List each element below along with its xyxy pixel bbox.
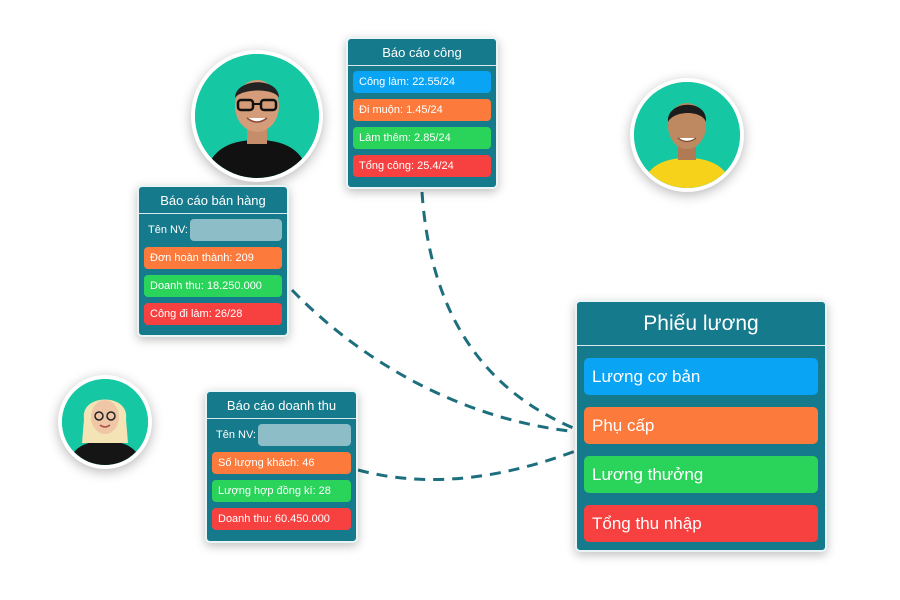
connector-sales-to-payslip <box>290 288 579 434</box>
connector-revenue-to-payslip <box>357 448 579 482</box>
connector-attendance-to-payslip <box>420 191 579 432</box>
payslip-title: Phiếu lương <box>577 302 825 346</box>
revenue-contracts-signed: Lượng hợp đồng kí: 28 <box>212 480 351 502</box>
sales-work-days: Công đi làm: 26/28 <box>144 303 282 325</box>
attendance-overtime: Làm thêm: 2.85/24 <box>353 127 491 149</box>
revenue-report-card: Báo cáo doanh thu Tên NV: Số lượng khách… <box>205 390 358 543</box>
sales-completed-orders: Đơn hoàn thành: 209 <box>144 247 282 269</box>
avatar-yellow-shirt-man <box>630 78 744 192</box>
sales-revenue: Doanh thu: 18.250.000 <box>144 275 282 297</box>
revenue-employee-name-row: Tên NV: <box>212 424 351 446</box>
attendance-work-days: Công làm: 22.55/24 <box>353 71 491 93</box>
sales-report-title: Báo cáo bán hàng <box>139 187 287 214</box>
person-yellow-shirt-icon <box>634 82 740 188</box>
sales-employee-name-label: Tên NV: <box>148 224 188 236</box>
revenue-employee-name-field <box>257 424 351 446</box>
avatar-blonde-woman <box>58 375 152 469</box>
sales-report-card: Báo cáo bán hàng Tên NV: Đơn hoàn thành:… <box>137 185 289 337</box>
avatar-glasses-man <box>191 50 323 182</box>
attendance-report-card: Báo cáo công Công làm: 22.55/24 Đi muộn:… <box>346 37 498 189</box>
payslip-total-income: Tổng thu nhập <box>584 505 818 542</box>
payslip-bonus: Lương thưởng <box>584 456 818 493</box>
sales-employee-name-field <box>189 219 282 241</box>
attendance-report-title: Báo cáo công <box>348 39 496 66</box>
sales-employee-name-row: Tên NV: <box>144 219 282 241</box>
attendance-late: Đi muộn: 1.45/24 <box>353 99 491 121</box>
payslip-card: Phiếu lương Lương cơ bản Phụ cấp Lương t… <box>575 300 827 552</box>
attendance-total: Tổng công: 25.4/24 <box>353 155 491 177</box>
payslip-allowance: Phụ cấp <box>584 407 818 444</box>
revenue-employee-name-label: Tên NV: <box>216 429 256 441</box>
payslip-base-salary: Lương cơ bản <box>584 358 818 395</box>
revenue-report-title: Báo cáo doanh thu <box>207 392 356 419</box>
revenue-total: Doanh thu: 60.450.000 <box>212 508 351 530</box>
revenue-customer-count: Số lượng khách: 46 <box>212 452 351 474</box>
person-glasses-icon <box>195 54 319 178</box>
person-blonde-icon <box>62 379 148 465</box>
